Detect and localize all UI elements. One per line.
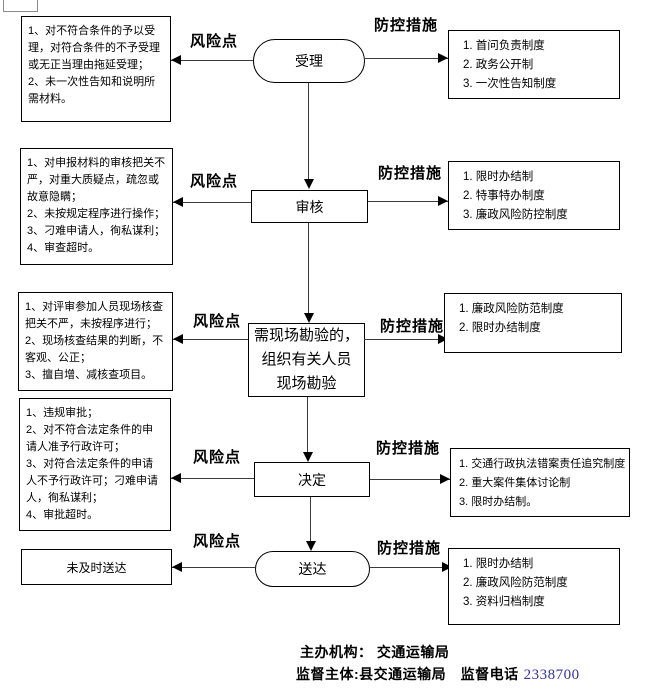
risk-box-decision: 1、违规审批； 2、对不符合法定条件的申请人准予行政许可； 3、对符合法定条件的… <box>19 398 171 531</box>
corner-artifact-box <box>3 0 38 12</box>
measures-box-review: 1. 限时办结制 2. 特事特办制度 3. 廉政风险防控制度 <box>448 161 620 230</box>
arrow-right-row5 <box>370 562 452 572</box>
risk-box-inspection: 1、对评审参加人员现场核查把关不严，未按程序进行； 2、现场核查结果的判断，不客… <box>18 292 173 391</box>
control-measures-label: 防控措施 <box>380 318 445 335</box>
arrow-accept-to-review <box>303 83 314 189</box>
arrow-left-row1 <box>171 55 253 65</box>
measure-item: 1. 限时办结制 <box>463 171 534 183</box>
measure-item: 2. 重大案件集体讨论制 <box>459 477 571 489</box>
step-decision: 决定 <box>254 462 370 497</box>
risk-text: 3、对符合法定条件的申请人不予行政许可；刁难申请人，徇私谋利； <box>26 458 158 504</box>
control-measures-label: 防控措施 <box>377 540 442 557</box>
measures-box-delivery: 1. 限时办结制 2. 廉政风险防范制度 3. 资料归档制度 <box>448 548 620 625</box>
risk-point-label: 风险点 <box>190 173 239 190</box>
risk-box-delivery: 未及时送达 <box>21 549 172 585</box>
arrow-right-row1 <box>364 53 448 63</box>
measure-item: 1. 廉政风险防范制度 <box>459 303 564 315</box>
measure-item: 2. 政务公开制 <box>463 59 534 71</box>
step-label: 送达 <box>298 561 327 577</box>
risk-point-label: 风险点 <box>193 449 242 466</box>
step-accept: 受理 <box>253 39 365 83</box>
risk-text: 2、现场核查结果的判断，不客观、公正； <box>25 335 164 364</box>
arrow-left-row3 <box>173 334 248 344</box>
measure-item: 3. 限时办结制。 <box>459 496 538 508</box>
step-inspection: 需现场勘验的， 组织有关人员 现场勘验 <box>248 323 365 397</box>
risk-text: 3、刁难申请人，徇私谋利； <box>27 225 166 237</box>
risk-text: 1、对不符合条件的予以受理，对符合条件的不予受理或无正当理由拖延受理； <box>28 25 160 71</box>
measure-item: 3. 资料归档制度 <box>463 596 545 608</box>
supervision-text: 监督主体:县交通运输局 监督电话 <box>296 666 519 682</box>
risk-point-label: 风险点 <box>193 533 242 550</box>
risk-text: 1、对评审参加人员现场核查把关不严，未按程序进行； <box>25 301 164 330</box>
arrow-decision-to-delivery <box>305 497 316 551</box>
risk-text: 2、对不符合法定条件的申请人准予行政许可； <box>26 424 154 453</box>
measure-item: 3. 一次性告知制度 <box>463 78 557 90</box>
step-label: 决定 <box>298 471 326 488</box>
measure-item: 2. 限时办结制度 <box>459 322 541 334</box>
host-agency-line: 主办机构： 交通运输局 <box>300 644 450 660</box>
step-label: 审核 <box>295 198 324 215</box>
measures-box-accept: 1. 首问负责制度 2. 政务公开制 3. 一次性告知制度 <box>448 30 620 99</box>
supervision-phone: 2338700 <box>523 667 580 683</box>
arrow-right-row4 <box>370 474 450 484</box>
step-delivery: 送达 <box>255 551 370 587</box>
risk-text: 2、未按规定程序进行操作； <box>27 208 166 220</box>
arrow-inspection-to-decision <box>302 397 313 462</box>
arrow-left-row4 <box>171 473 254 483</box>
risk-box-accept: 1、对不符合条件的予以受理，对符合条件的不予受理或无正当理由拖延受理； 2、未一… <box>21 16 171 122</box>
step-review: 审核 <box>251 190 368 223</box>
step-label: 需现场勘验的， 组织有关人员 现场勘验 <box>253 327 359 392</box>
measure-item: 3. 廉政风险防控制度 <box>463 209 568 221</box>
control-measures-label: 防控措施 <box>374 17 439 34</box>
risk-text: 1、对申报材料的审核把关不严，对重大质疑点，疏忽或故意隐瞒； <box>27 157 166 203</box>
arrow-left-row5 <box>172 562 255 572</box>
risk-point-label: 风险点 <box>190 33 239 50</box>
risk-text: 1、违规审批； <box>26 407 99 419</box>
measure-item: 1. 交通行政执法错案责任追究制度 <box>459 458 626 470</box>
control-measures-label: 防控措施 <box>376 440 441 457</box>
measure-item: 2. 廉政风险防范制度 <box>463 577 568 589</box>
risk-point-label: 风险点 <box>193 313 242 330</box>
control-measures-label: 防控措施 <box>378 165 443 182</box>
measure-item: 1. 首问负责制度 <box>463 40 545 52</box>
arrow-right-row2 <box>368 196 448 206</box>
measure-item: 1. 限时办结制 <box>463 558 534 570</box>
arrow-left-row2 <box>173 197 251 207</box>
arrow-review-to-inspection <box>303 223 314 323</box>
measures-box-decision: 1. 交通行政执法错案责任追究制度 2. 重大案件集体讨论制 3. 限时办结制。 <box>450 448 630 517</box>
risk-text: 未及时送达 <box>66 560 127 575</box>
risk-text: 4、审查超时。 <box>27 242 100 254</box>
risk-text: 3、擅自增、减核查项目。 <box>25 369 153 381</box>
measures-box-inspection: 1. 廉政风险防范制度 2. 限时办结制度 <box>444 293 622 353</box>
arrow-right-row3 <box>364 334 448 344</box>
risk-text: 2、未一次性告知和说明所需材料。 <box>28 76 156 105</box>
measure-item: 2. 特事特办制度 <box>463 190 545 202</box>
risk-text: 4、审批超时。 <box>26 509 99 521</box>
step-label: 受理 <box>295 53 323 69</box>
risk-box-review: 1、对申报材料的审核把关不严，对重大质疑点，疏忽或故意隐瞒； 2、未按规定程序进… <box>20 148 173 265</box>
